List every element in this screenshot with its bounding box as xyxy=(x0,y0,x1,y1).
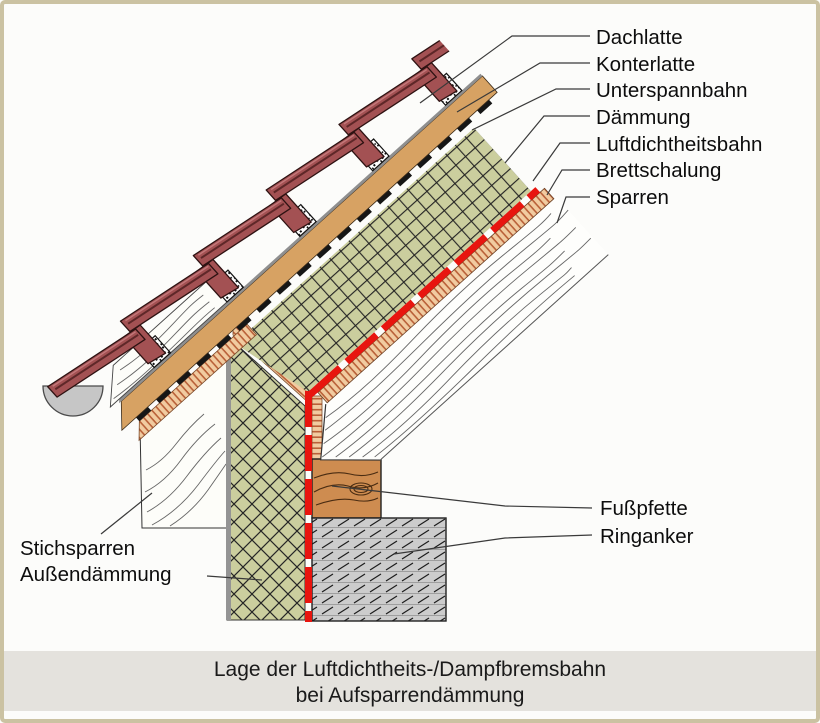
roof-tiles xyxy=(47,27,469,398)
caption-band xyxy=(4,651,816,711)
leader-luftdichtheitsbahn xyxy=(532,142,590,182)
wall-outer-edge-line xyxy=(226,340,231,620)
leader-daemmung xyxy=(504,115,590,164)
leader-dachlatte xyxy=(419,35,590,104)
underlay-membrane xyxy=(135,92,501,422)
label-luftdichtheitsbahn: Luftdichtheitsbahn xyxy=(596,133,762,156)
label-dachlatte: Dachlatte xyxy=(596,26,683,49)
foot-purlin xyxy=(311,458,382,519)
roof-tile xyxy=(265,127,385,202)
membrane-gray-line xyxy=(119,73,483,404)
rafter xyxy=(320,196,609,461)
ring-anchor xyxy=(311,517,447,622)
caption-line-1: Lage der Luftdichtheits-/Dampfbremsbahn xyxy=(214,658,606,681)
label-ringanker: Ringanker xyxy=(600,525,694,548)
vertical-sheathing-strip xyxy=(311,395,323,460)
roof-tile xyxy=(338,62,458,136)
label-aussendaemmung: Außendämmung xyxy=(20,563,172,586)
label-daemmung: Dämmung xyxy=(596,106,691,129)
roof-assembly xyxy=(47,27,609,461)
leader-brettschalung xyxy=(546,169,590,196)
leader-aussendaemmung xyxy=(206,575,263,581)
labels: Dachlatte Konterlatte Unterspannbahn Däm… xyxy=(20,26,762,586)
label-unterspannbahn: Unterspannbahn xyxy=(596,79,748,102)
leader-unterspannbahn xyxy=(471,88,590,131)
leader-ringanker xyxy=(393,534,593,555)
label-konterlatte: Konterlatte xyxy=(596,53,695,76)
leader-sparren xyxy=(556,196,590,224)
roof-tile xyxy=(192,193,312,267)
label-brettschalung: Brettschalung xyxy=(596,159,721,182)
leader-lines xyxy=(100,35,593,581)
label-stichsparren: Stichsparren xyxy=(20,537,135,560)
roof-tile xyxy=(119,258,240,333)
label-sparren: Sparren xyxy=(596,186,669,209)
leader-stichsparren xyxy=(100,492,153,535)
leader-konterlatte xyxy=(456,62,590,113)
roof-tile xyxy=(47,324,167,398)
roof-insulation xyxy=(234,127,531,392)
label-fusspfette: Fußpfette xyxy=(600,497,688,520)
airtight-membrane-roof xyxy=(307,187,541,398)
stub-rafter-lower xyxy=(139,342,228,529)
leader-fusspfette xyxy=(331,485,593,509)
caption-line-2: bei Aufsparrendämmung xyxy=(296,684,525,707)
